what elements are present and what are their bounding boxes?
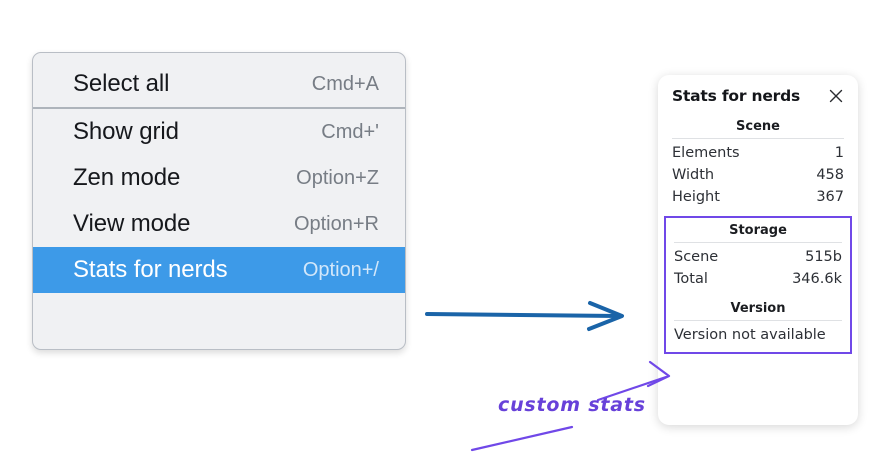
- section-heading: Scene: [736, 119, 780, 134]
- menu-item-label: Stats for nerds: [73, 256, 228, 283]
- stat-row-width: Width 458: [672, 164, 844, 186]
- menu-item-shortcut: Option+/: [302, 258, 379, 281]
- stat-row-height: Height 367: [672, 186, 844, 208]
- menu-item-view-mode[interactable]: View mode Option+R: [33, 201, 405, 247]
- section-heading: Storage: [729, 223, 787, 238]
- menu-item-label: Show grid: [73, 118, 179, 145]
- stat-label: Total: [674, 271, 708, 287]
- purple-arrow-to-label: [470, 425, 574, 452]
- stat-value: 515b: [805, 249, 842, 265]
- menu-item-shortcut: Cmd+A: [311, 72, 379, 95]
- stats-panel-title: Stats for nerds: [672, 87, 801, 105]
- stat-label: Scene: [674, 249, 719, 265]
- blue-arrow: [425, 301, 624, 331]
- section-divider: [674, 242, 842, 243]
- stats-section-storage: Storage Scene 515b Total 346.6k: [674, 222, 842, 290]
- menu-item-shortcut: Option+Z: [296, 166, 379, 189]
- menu-group-1: Select all Cmd+A: [33, 61, 405, 107]
- stats-for-nerds-panel[interactable]: Stats for nerds Scene Elements 1 Width 4…: [658, 75, 858, 425]
- section-divider: [672, 138, 844, 139]
- menu-item-label: Select all: [73, 70, 170, 97]
- menu-group-2: Show grid Cmd+' Zen mode Option+Z View m…: [33, 109, 405, 293]
- stat-label: Elements: [672, 145, 740, 161]
- stat-label: Width: [672, 167, 715, 183]
- stat-row-elements: Elements 1: [672, 142, 844, 164]
- stats-section-scene: Scene Elements 1 Width 458 Height 367: [672, 118, 844, 208]
- menu-top-padding: [33, 53, 405, 61]
- menu-item-zen-mode[interactable]: Zen mode Option+Z: [33, 155, 405, 201]
- custom-stats-box: Storage Scene 515b Total 346.6k Version …: [664, 216, 852, 354]
- stat-row-total-storage: Total 346.6k: [674, 268, 842, 290]
- menu-item-show-grid[interactable]: Show grid Cmd+': [33, 109, 405, 155]
- custom-stats-annotation-label: custom stats: [498, 394, 646, 416]
- stat-label: Height: [672, 189, 720, 205]
- menu-item-stats-for-nerds[interactable]: Stats for nerds Option+/: [33, 247, 405, 293]
- menu-item-shortcut: Cmd+': [321, 120, 379, 143]
- stats-section-version: Version Version not available: [674, 300, 842, 346]
- menu-separator: [33, 107, 405, 109]
- menu-item-label: View mode: [73, 210, 191, 237]
- stat-value: 346.6k: [792, 271, 842, 287]
- stat-row-scene-storage: Scene 515b: [674, 246, 842, 268]
- context-menu[interactable]: Select all Cmd+A Show grid Cmd+' Zen mod…: [32, 52, 406, 350]
- stats-panel-header: Stats for nerds: [672, 87, 844, 105]
- menu-item-select-all[interactable]: Select all Cmd+A: [33, 61, 405, 107]
- close-icon[interactable]: [828, 88, 844, 104]
- section-heading: Version: [730, 301, 786, 316]
- menu-bottom-padding: [33, 293, 405, 307]
- version-value: Version not available: [674, 327, 826, 343]
- section-divider: [674, 320, 842, 321]
- stat-value: 458: [816, 167, 844, 183]
- stat-value: 367: [816, 189, 844, 205]
- menu-item-shortcut: Option+R: [293, 212, 379, 235]
- menu-item-label: Zen mode: [73, 164, 181, 191]
- stat-value: 1: [834, 145, 844, 161]
